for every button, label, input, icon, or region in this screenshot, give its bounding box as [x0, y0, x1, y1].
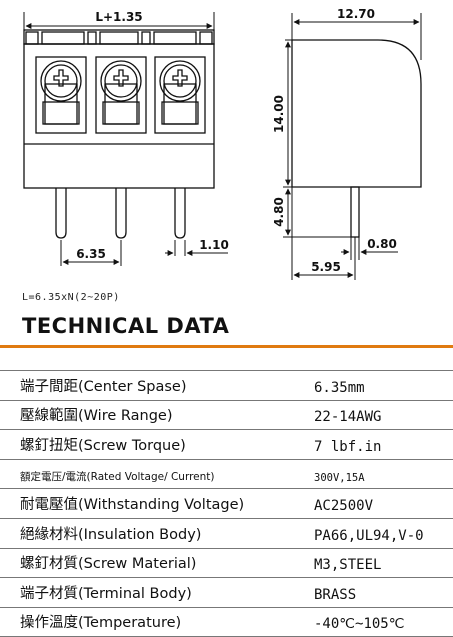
spec-label: 端子間距(Center Spase) [20, 378, 187, 395]
spec-value: 300V,15A [314, 472, 365, 485]
spec-label: 操作溫度(Temperature) [20, 615, 182, 632]
spec-value: BRASS [314, 586, 357, 603]
spec-table: 端子間距(Center Spase) 6.35mm 壓線範圍(Wire Rang… [0, 370, 453, 637]
length-formula: L=6.35xN(2~20P) [22, 292, 120, 303]
spec-label: 額定電压/電流(Rated Voltage/ Current) [20, 471, 215, 484]
section-title: TECHNICAL DATA [22, 314, 230, 338]
side-view: 12.70 14.00 4.80 0.80 5.95 [272, 7, 422, 280]
spec-value: AC2500V [314, 497, 374, 514]
spec-label: 壓線範圍(Wire Range) [20, 408, 173, 425]
spec-label: 螺釘材質(Screw Material) [20, 556, 197, 573]
dim-pin-length: 4.80 [272, 197, 286, 227]
dim-pin-offset: 5.95 [311, 260, 341, 274]
section-divider [0, 345, 453, 348]
spec-row: 額定電压/電流(Rated Voltage/ Current) 300V,15A [0, 460, 453, 490]
screw-1 [40, 60, 82, 125]
dim-pitch: 6.35 [76, 247, 106, 261]
spec-row: 耐電壓值(Withstanding Voltage) AC2500V [0, 489, 453, 519]
spec-value: -40℃~105℃ [314, 616, 405, 633]
spec-row: 螺釘扭矩(Screw Torque) 7 lbf.in [0, 430, 453, 460]
dim-body-height: 14.00 [272, 95, 286, 133]
dim-side-width: 12.70 [337, 7, 375, 21]
spec-value: 6.35mm [314, 379, 365, 396]
spec-label: 絕緣材料(Insulation Body) [20, 526, 202, 543]
spec-row: 壓線範圍(Wire Range) 22-14AWG [0, 401, 453, 431]
spec-label: 耐電壓值(Withstanding Voltage) [20, 496, 245, 513]
spec-value: 7 lbf.in [314, 438, 382, 455]
spec-row: 端子材質(Terminal Body) BRASS [0, 578, 453, 608]
screw-3 [159, 60, 201, 125]
technical-drawing: L+1.35 [23, 7, 422, 280]
spec-row: 螺釘材質(Screw Material) M3,STEEL [0, 549, 453, 579]
screw-2 [100, 60, 142, 125]
spec-row: 絕緣材料(Insulation Body) PA66,UL94,V-0 [0, 519, 453, 549]
spec-label: 螺釘扭矩(Screw Torque) [20, 437, 186, 454]
dim-pin-width: 1.10 [199, 238, 229, 252]
dim-overall-length: L+1.35 [95, 10, 142, 24]
spec-value: M3,STEEL [314, 557, 382, 574]
spec-label: 端子材質(Terminal Body) [20, 585, 192, 602]
spec-value: PA66,UL94,V-0 [314, 527, 424, 544]
spec-row: 操作溫度(Temperature) -40℃~105℃ [0, 608, 453, 637]
spec-row: 端子間距(Center Spase) 6.35mm [0, 370, 453, 401]
front-view: L+1.35 [23, 10, 229, 266]
spec-value: 22-14AWG [314, 409, 382, 426]
dim-pin-thickness: 0.80 [367, 237, 397, 251]
